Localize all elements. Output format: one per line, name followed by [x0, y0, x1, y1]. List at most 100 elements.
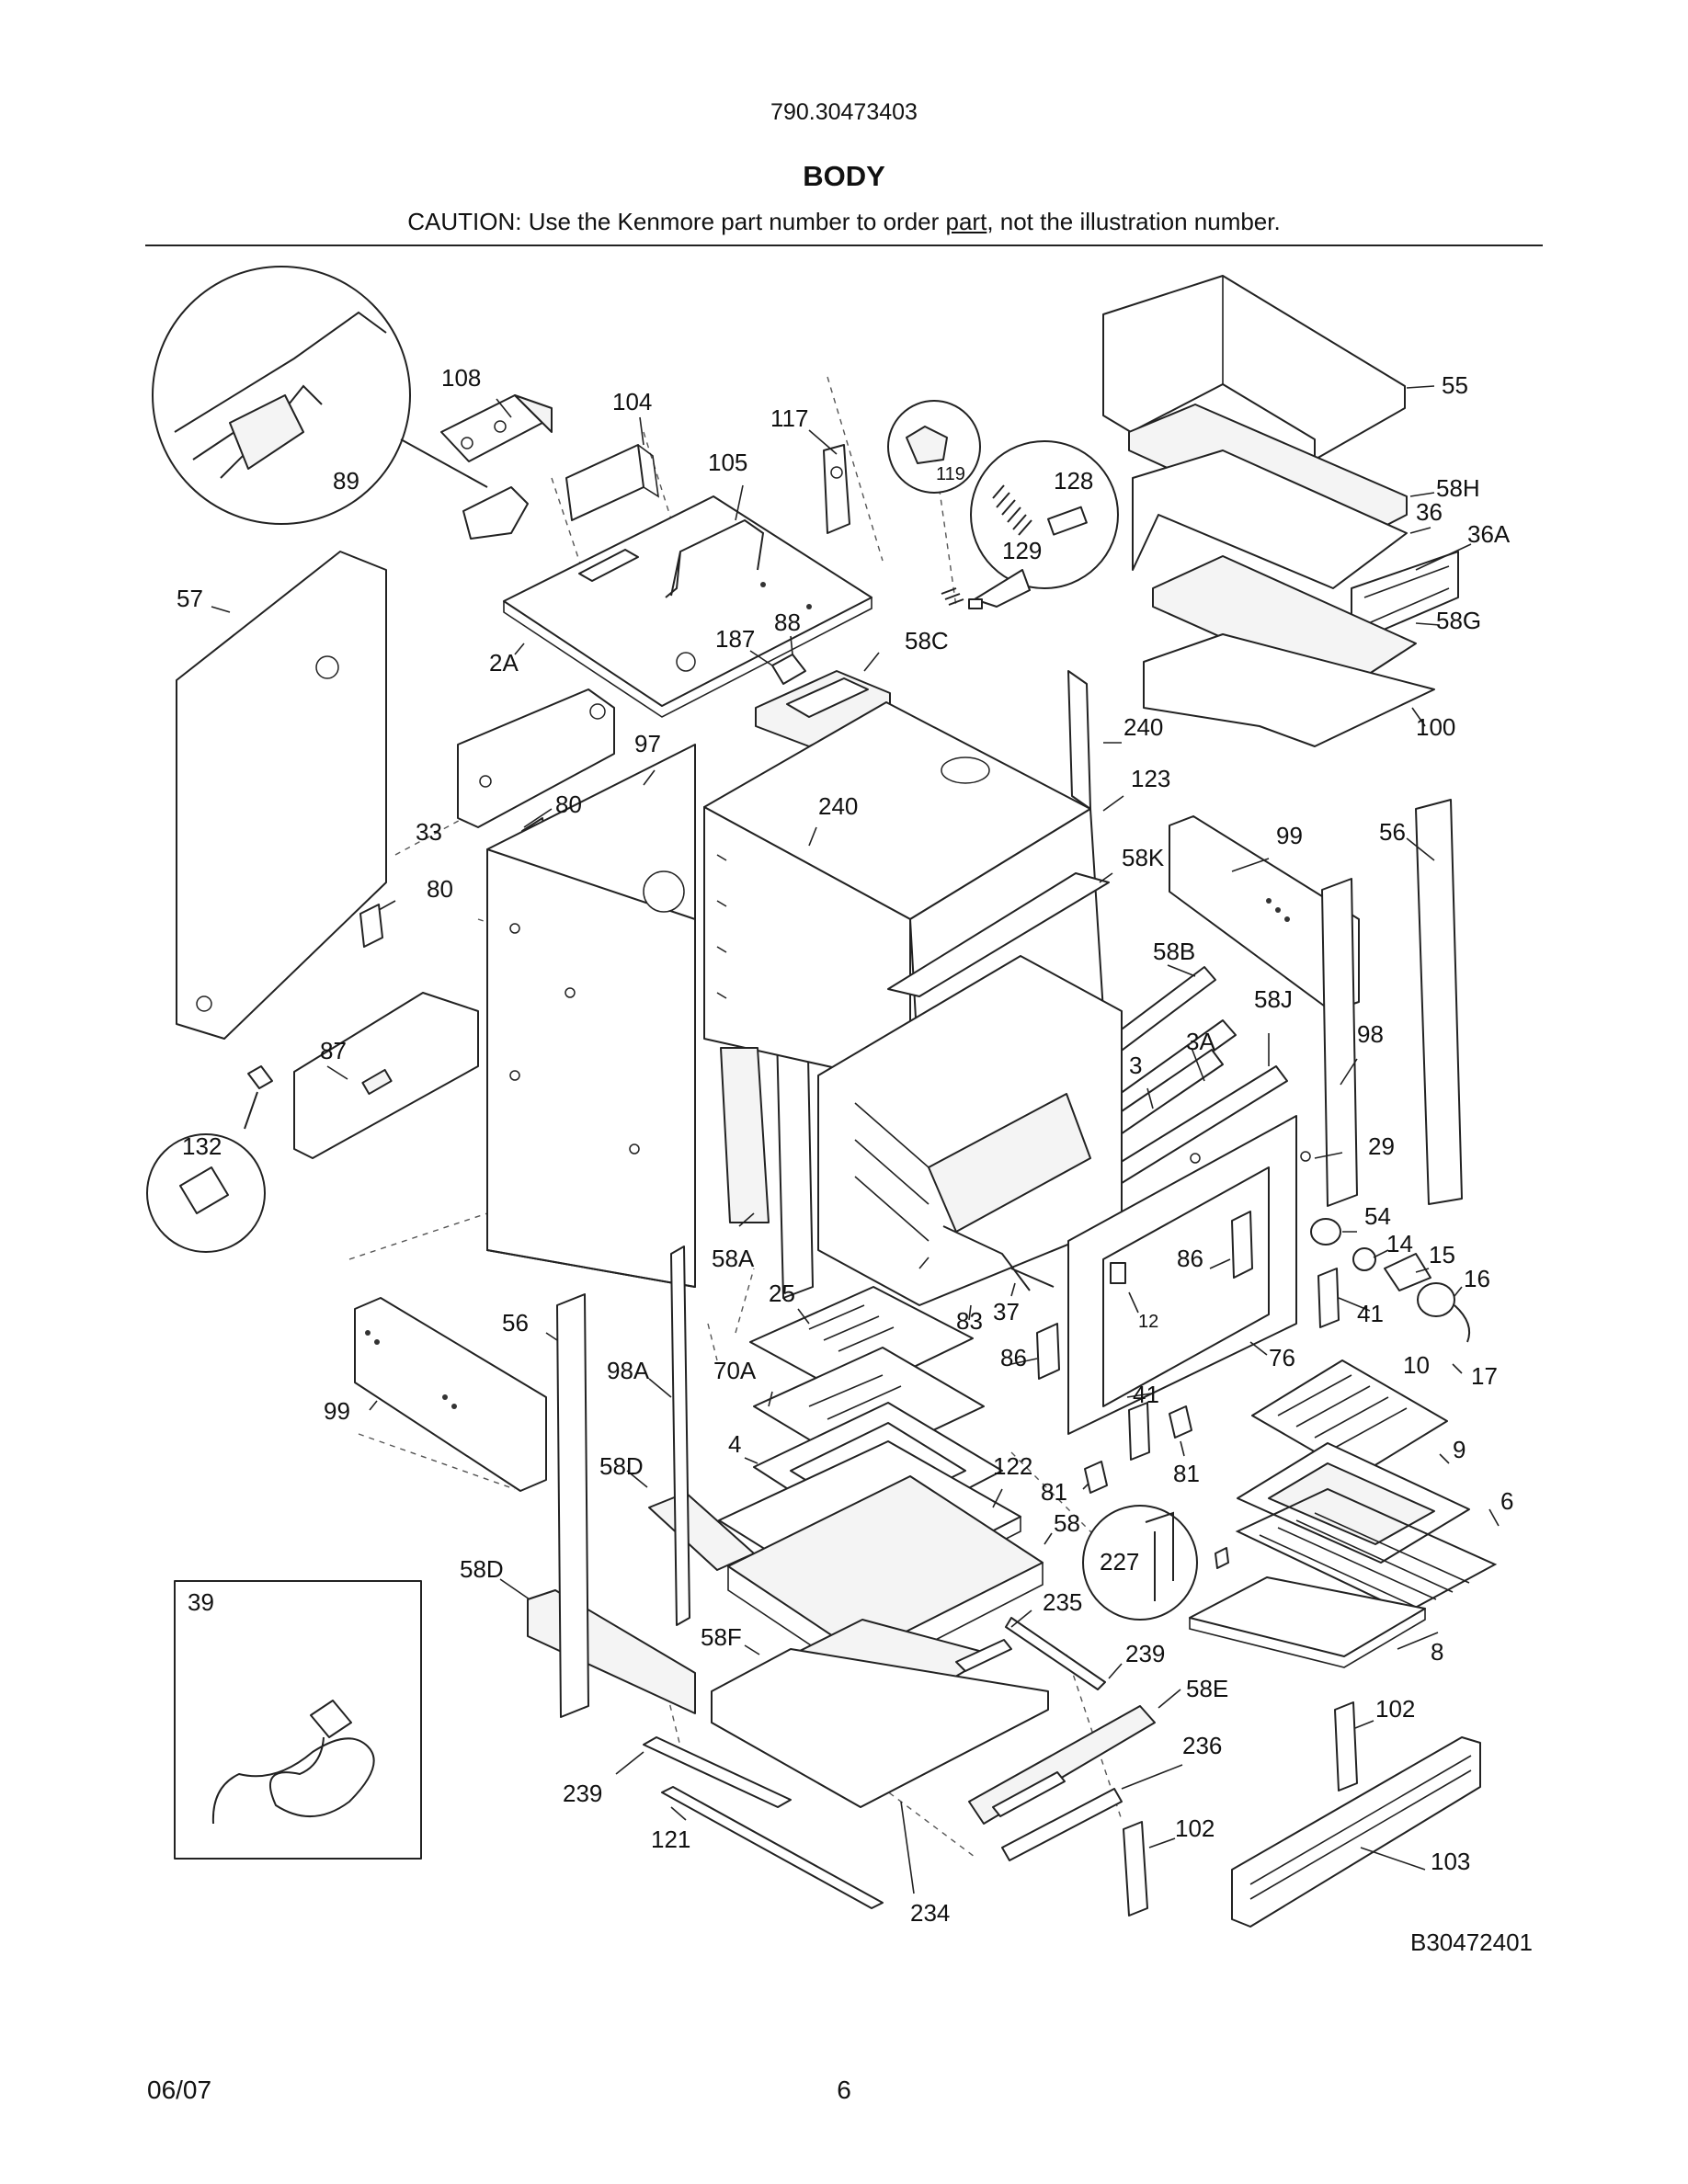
part-121-rail[interactable]	[661, 1786, 884, 1909]
label-240-right: 240	[1123, 713, 1163, 741]
part-15-bulb[interactable]	[1384, 1253, 1431, 1291]
part-2A-top-panel[interactable]	[503, 495, 873, 718]
label-41-lower: 41	[1133, 1381, 1159, 1408]
detail-circle-89[interactable]	[152, 266, 488, 525]
label-58E: 58E	[1186, 1675, 1228, 1702]
part-8-drawer-pan[interactable]	[1189, 1576, 1426, 1668]
detail-circle-119[interactable]	[887, 400, 981, 494]
label-6: 6	[1500, 1487, 1513, 1515]
part-39-power-cord-box[interactable]	[174, 1580, 422, 1860]
part-36-bracket[interactable]	[1132, 449, 1408, 589]
part-239-rail-left[interactable]	[643, 1736, 792, 1808]
label-29: 29	[1368, 1132, 1395, 1160]
part-236-rail[interactable]	[1001, 1788, 1123, 1861]
label-123: 123	[1131, 765, 1170, 792]
part-105-bracket[interactable]	[665, 518, 765, 598]
label-234: 234	[910, 1899, 950, 1927]
part-100-panel[interactable]	[1143, 633, 1435, 747]
label-83: 83	[956, 1307, 983, 1335]
part-97-cabinet[interactable]	[486, 744, 696, 1288]
part-58A-insulation[interactable]	[720, 1047, 770, 1223]
label-129: 129	[1002, 537, 1042, 564]
detail-circle-128[interactable]	[970, 440, 1119, 608]
part-57-back-panel[interactable]	[176, 551, 387, 1040]
label-240-left: 240	[818, 792, 858, 820]
label-105: 105	[708, 449, 747, 476]
label-97: 97	[634, 730, 661, 757]
part-86-hinge-upper[interactable]	[1231, 1211, 1253, 1279]
label-128: 128	[1054, 467, 1093, 495]
label-25: 25	[769, 1280, 795, 1307]
part-41-hinge-receiver-upper[interactable]	[1317, 1268, 1340, 1328]
leader-lines	[211, 385, 1500, 1894]
part-56-trim-left[interactable]	[556, 1293, 589, 1718]
part-235-bracket[interactable]	[955, 1639, 1012, 1672]
part-17-wire[interactable]	[1454, 1304, 1471, 1343]
label-236: 236	[1182, 1732, 1222, 1759]
part-81-clip-right[interactable]	[1169, 1405, 1192, 1439]
part-117-bracket[interactable]	[823, 444, 850, 534]
label-98: 98	[1357, 1020, 1384, 1048]
label-41-upper: 41	[1357, 1300, 1384, 1327]
part-80-bracket-lower[interactable]	[359, 904, 383, 948]
part-88-clip[interactable]	[771, 654, 806, 685]
part-55-top-cover[interactable]	[1102, 275, 1406, 461]
diagram-code: B30472401	[1410, 1928, 1534, 1956]
part-small-connector[interactable]	[244, 1065, 273, 1130]
part-spring[interactable]	[941, 587, 983, 609]
caution-note: CAUTION: Use the Kenmore part number to …	[0, 208, 1688, 236]
part-102-bracket-upper[interactable]	[1334, 1701, 1358, 1792]
part-37-sensor[interactable]	[1010, 1268, 1055, 1288]
part-98A-strip[interactable]	[670, 1246, 690, 1626]
label-10: 10	[1403, 1351, 1430, 1379]
detail-circle-227[interactable]	[1082, 1505, 1229, 1621]
part-98-side-strip[interactable]	[1321, 878, 1358, 1207]
part-6-oven-rack[interactable]	[1235, 1487, 1498, 1614]
part-33-bracket[interactable]	[457, 688, 615, 828]
label-16: 16	[1464, 1265, 1490, 1292]
label-58F: 58F	[701, 1623, 742, 1651]
part-58D-block-lower[interactable]	[527, 1589, 696, 1714]
part-103-kick-panel[interactable]	[1231, 1736, 1481, 1928]
part-41-hinge-receiver-lower[interactable]	[1128, 1402, 1150, 1461]
label-102-lower: 102	[1175, 1814, 1215, 1842]
label-4: 4	[728, 1430, 741, 1458]
part-14-gasket[interactable]	[1352, 1247, 1376, 1271]
part-bracket-near-108[interactable]	[462, 486, 529, 540]
part-108-lamp-socket[interactable]	[440, 394, 553, 462]
part-99-panel-left[interactable]	[354, 1297, 547, 1492]
part-234-bottom-tray[interactable]	[711, 1648, 1049, 1808]
part-86-hinge-lower[interactable]	[1036, 1323, 1060, 1380]
label-58: 58	[1054, 1509, 1080, 1537]
caution-text-after: , not the illustration number.	[987, 208, 1281, 235]
label-80-upper: 80	[555, 791, 582, 818]
part-104-bracket[interactable]	[565, 444, 660, 521]
label-76: 76	[1269, 1344, 1295, 1371]
part-54-lamp-lens[interactable]	[1310, 1218, 1341, 1246]
part-240-side-right[interactable]	[1067, 670, 1091, 810]
label-117: 117	[770, 404, 808, 432]
part-58E-insulation[interactable]	[968, 1705, 1156, 1825]
part-81-clip-left[interactable]	[1084, 1461, 1108, 1494]
part-29-screw[interactable]	[1300, 1151, 1311, 1162]
part-99-panel-right[interactable]	[1169, 815, 1360, 1012]
label-58A: 58A	[712, 1245, 755, 1272]
part-12-bulb[interactable]	[1110, 1262, 1126, 1284]
part-102-bracket-lower[interactable]	[1123, 1821, 1148, 1917]
label-39: 39	[188, 1588, 214, 1616]
part-58G-insulation[interactable]	[1152, 555, 1417, 692]
part-83-wire[interactable]	[942, 1225, 1031, 1291]
part-56-trim-right[interactable]	[1415, 799, 1463, 1205]
label-102-upper: 102	[1375, 1695, 1415, 1723]
part-239-rail-right[interactable]	[1005, 1617, 1106, 1690]
label-119: 119	[936, 464, 965, 484]
part-16-lens-cover[interactable]	[1417, 1282, 1455, 1317]
part-76-oven-door[interactable]	[1067, 1115, 1297, 1435]
part-9-broil-pan[interactable]	[1237, 1442, 1470, 1564]
detail-circle-132[interactable]	[146, 1133, 266, 1253]
part-58K-heat-shield[interactable]	[887, 872, 1110, 997]
part-87-bracket[interactable]	[293, 992, 479, 1159]
caution-part-link[interactable]: part	[945, 208, 987, 235]
part-58C-insulation[interactable]	[755, 670, 891, 747]
label-58D-lower: 58D	[460, 1555, 504, 1583]
